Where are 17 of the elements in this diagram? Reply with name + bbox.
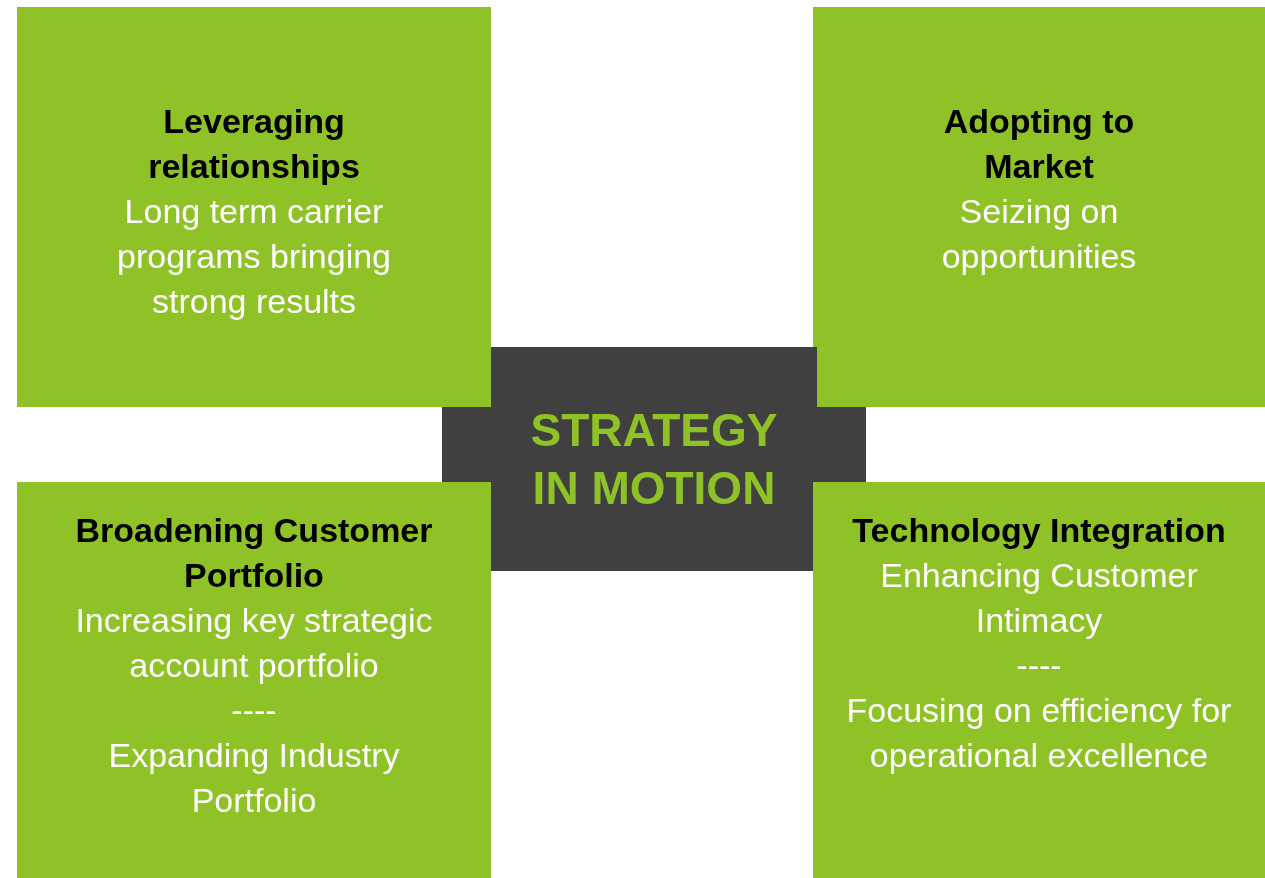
- description-text: Enhancing Customer Intimacy: [879, 555, 1199, 641]
- description-text: Seizing on opportunities: [940, 191, 1138, 277]
- description-text: Increasing key strategic account portfolio: [74, 600, 434, 686]
- separator-text: ----: [1016, 645, 1062, 686]
- strategy-panel: [813, 482, 1265, 878]
- separator-text: ----: [231, 690, 277, 731]
- panel-heading: Broadening Customer Portfolio: [74, 510, 434, 596]
- description-text: Focusing on efficiency for operational excellence: [845, 690, 1233, 776]
- description-text: Long term carrier programs bringing strong results: [116, 191, 392, 322]
- panel-heading: Adopting to Market: [942, 101, 1136, 187]
- description-text: Expanding Industry Portfolio: [107, 735, 401, 821]
- panel-heading: Technology Integration: [852, 510, 1226, 551]
- strategy-panel: [17, 482, 491, 878]
- panel-heading: Leveraging relationships: [147, 101, 361, 187]
- strategy-panel: [813, 7, 1265, 407]
- center-title: STRATEGY IN MOTION: [529, 403, 779, 516]
- strategy-panel: [17, 7, 491, 407]
